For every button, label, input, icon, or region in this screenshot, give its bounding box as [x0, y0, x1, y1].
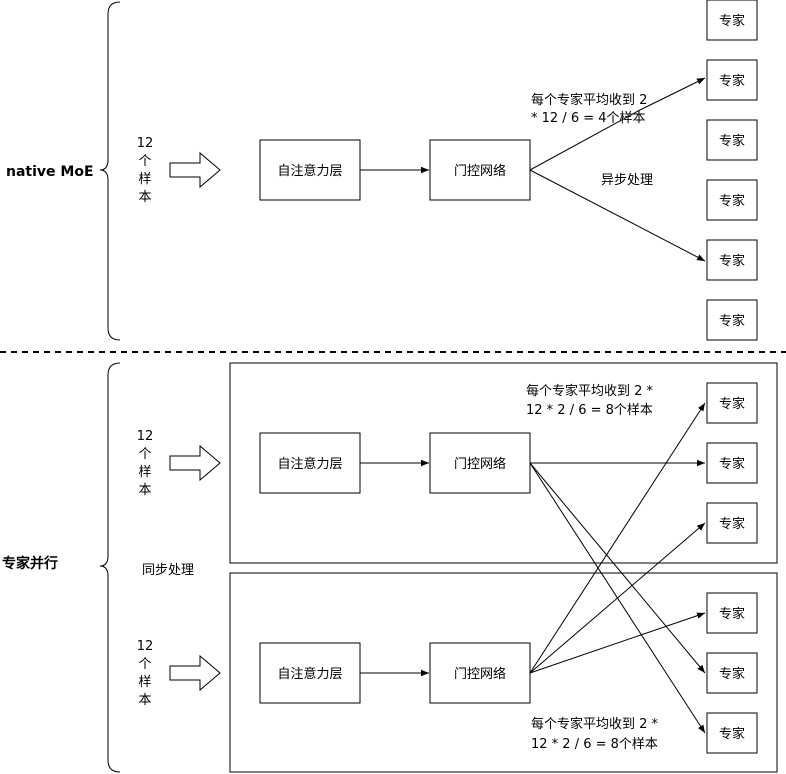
expert-parallel-brace [99, 362, 121, 773]
attention-layer-label: 自注意力层 [277, 456, 342, 472]
route-arrow [529, 169, 706, 262]
route-arrow [529, 77, 706, 171]
gating-network-box [429, 139, 531, 201]
expert-label: 专家 [719, 253, 745, 269]
expert-parallel-label: 专家并行 [2, 555, 58, 572]
parallel-note-bottom-line1: 每个专家平均收到 2 * [531, 716, 659, 732]
expert-label: 专家 [719, 666, 745, 682]
input-block-arrow [169, 654, 221, 692]
expert-box [706, 712, 758, 754]
route-arrow [529, 402, 706, 674]
expert-box [706, 299, 758, 341]
native-note-line1: 每个专家平均收到 2 [531, 92, 647, 108]
attention-layer-label: 自注意力层 [277, 666, 342, 682]
expert-box [706, 119, 758, 161]
sample-char: 个 [138, 447, 151, 462]
attention-layer-box [259, 642, 361, 704]
native-note-line2: * 12 / 6 = 4个样本 [531, 111, 646, 126]
sample-char: 本 [138, 693, 151, 708]
parallel-note-bottom-line2: 12 * 2 / 6 = 8个样本 [531, 737, 658, 752]
expert-box [706, 502, 758, 544]
async-processing-label: 异步处理 [601, 173, 653, 188]
route-arrow [529, 462, 706, 674]
expert-box [706, 0, 758, 41]
native-moe-label: native MoE [6, 164, 94, 180]
parallel-note-top-line1: 每个专家平均收到 2 * [526, 383, 654, 399]
sample-char: 个 [138, 657, 151, 672]
top-sample-label: 12 个 样 本 [137, 429, 154, 498]
expert-label: 专家 [719, 133, 745, 149]
expert-label: 专家 [719, 313, 745, 329]
route-arrow [529, 612, 706, 674]
expert-box [706, 382, 758, 424]
attention-layer-label: 自注意力层 [277, 163, 342, 179]
parallel-note-top-line2: 12 * 2 / 6 = 8个样本 [526, 403, 653, 418]
sample-char: 样 [138, 465, 151, 480]
sample-char: 个 [138, 154, 151, 169]
input-block-arrow [169, 444, 221, 482]
expert-label: 专家 [719, 73, 745, 89]
sample-count: 12 [137, 136, 154, 151]
sample-char: 本 [138, 483, 151, 498]
expert-box [706, 179, 758, 221]
native-moe-brace [99, 1, 121, 341]
device-group-top [229, 362, 778, 564]
expert-box [706, 239, 758, 281]
sample-char: 样 [138, 172, 151, 187]
expert-label: 专家 [719, 193, 745, 209]
sample-count: 12 [137, 429, 154, 444]
gating-network-box [429, 642, 531, 704]
expert-box [706, 442, 758, 484]
attention-layer-box [259, 139, 361, 201]
expert-label: 专家 [719, 396, 745, 412]
attention-layer-box [259, 432, 361, 494]
expert-label: 专家 [719, 13, 745, 29]
expert-label: 专家 [719, 516, 745, 532]
native-sample-label: 12 个 样 本 [137, 136, 154, 205]
gating-network-label: 门控网络 [454, 666, 506, 682]
gating-network-label: 门控网络 [454, 163, 506, 179]
sample-char: 样 [138, 675, 151, 690]
gating-network-box [429, 432, 531, 494]
sync-processing-label: 同步处理 [142, 563, 194, 578]
bottom-sample-label: 12 个 样 本 [137, 639, 154, 708]
input-block-arrow [169, 151, 221, 189]
sample-char: 本 [138, 190, 151, 205]
expert-label: 专家 [719, 606, 745, 622]
device-group-bottom [229, 572, 778, 773]
expert-label: 专家 [719, 456, 745, 472]
gating-network-label: 门控网络 [454, 456, 506, 472]
expert-label: 专家 [719, 726, 745, 742]
expert-box [706, 592, 758, 634]
expert-box [706, 652, 758, 694]
expert-box [706, 59, 758, 101]
route-arrow [529, 522, 706, 674]
sample-count: 12 [137, 639, 154, 654]
